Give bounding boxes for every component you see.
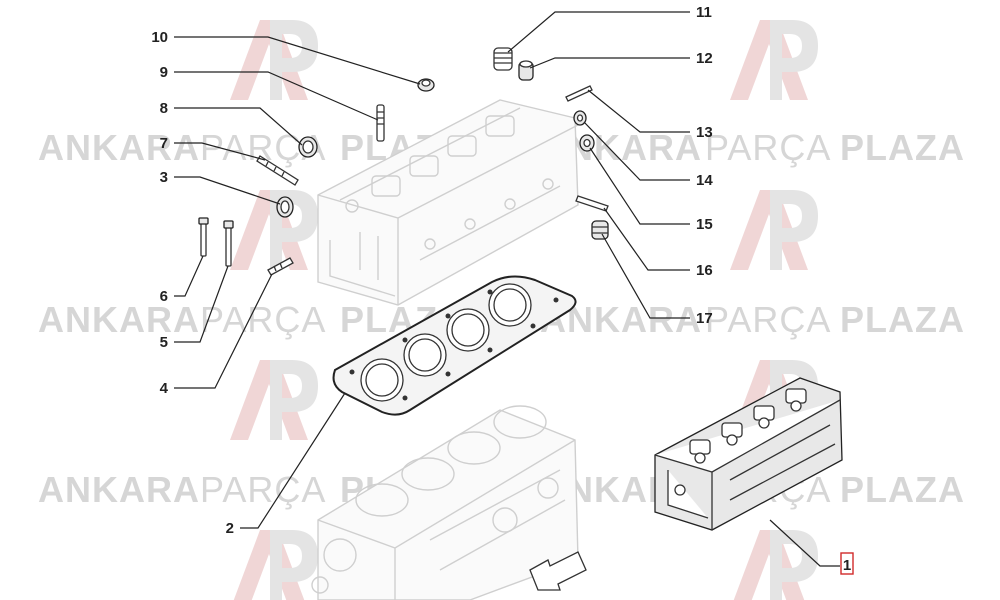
watermark-brand-middle: PARÇA xyxy=(705,127,831,168)
callout-10: 10 xyxy=(151,29,168,46)
cylinder-head-assembly xyxy=(654,377,843,531)
leader-15 xyxy=(589,147,690,225)
part-13-pin xyxy=(565,85,593,102)
watermark-brand-right: PLAZA xyxy=(840,299,965,340)
part-11-spring xyxy=(493,47,513,71)
direction-arrow-icon xyxy=(529,551,587,591)
head-gasket xyxy=(332,275,577,416)
part-8-plug xyxy=(298,136,318,158)
leader-9 xyxy=(174,71,379,121)
callout-16: 16 xyxy=(696,262,713,279)
part-6-bolt xyxy=(198,217,209,257)
leader-12 xyxy=(529,57,690,69)
leader-3 xyxy=(174,176,281,205)
leader-13 xyxy=(587,89,690,133)
part-9-stud xyxy=(376,104,385,142)
callout-6: 6 xyxy=(160,288,168,305)
callout-2: 2 xyxy=(226,520,234,537)
callout-14: 14 xyxy=(696,172,713,189)
watermark-logo xyxy=(233,530,318,600)
leader-10 xyxy=(174,36,421,85)
watermark-logo xyxy=(230,20,318,100)
watermark-brand-left: ANKARA xyxy=(38,127,200,168)
leader-6 xyxy=(174,255,204,297)
watermark-brand-left: ANKARA xyxy=(38,469,200,510)
part-14-washer xyxy=(573,110,587,126)
callout-1: 1 xyxy=(843,557,851,574)
leader-16 xyxy=(603,207,690,271)
watermark-brand-right: PLAZA xyxy=(840,469,965,510)
watermark-logo xyxy=(733,530,818,600)
callout-12: 12 xyxy=(696,50,713,67)
part-17-seal xyxy=(591,220,609,240)
leader-8 xyxy=(174,107,303,146)
callout-4: 4 xyxy=(160,380,169,397)
leader-lines xyxy=(174,11,840,567)
callout-13: 13 xyxy=(696,124,713,141)
callout-15: 15 xyxy=(696,216,713,233)
leader-7 xyxy=(174,142,266,161)
watermark-brand-middle: PARÇA xyxy=(705,299,831,340)
leader-5 xyxy=(174,265,229,343)
callout-9: 9 xyxy=(160,64,168,81)
watermark-brand-middle: PARÇA xyxy=(200,469,326,510)
part-5-bolt xyxy=(223,220,234,267)
leader-2 xyxy=(240,392,346,529)
watermark-brand-left: ANKARA xyxy=(38,299,200,340)
leader-14 xyxy=(583,121,690,181)
watermark-brand-middle: PARÇA xyxy=(200,299,326,340)
leader-17 xyxy=(601,233,690,319)
callout-8: 8 xyxy=(160,100,168,117)
part-7-bolt xyxy=(256,155,299,186)
leader-1 xyxy=(769,519,840,567)
leader-11 xyxy=(507,11,690,53)
watermark-brand-right: PLAZA xyxy=(840,127,965,168)
part-3-plug xyxy=(276,196,294,218)
watermark-logo xyxy=(730,190,818,270)
part-10-nut xyxy=(417,78,435,92)
callout-5: 5 xyxy=(160,334,168,351)
callout-1-highlight xyxy=(840,552,854,575)
part-16-rod xyxy=(575,195,609,212)
leader-4 xyxy=(174,273,273,389)
callout-labels: 10 9 8 7 3 6 5 4 2 11 12 13 14 15 16 17 … xyxy=(151,4,854,575)
part-4-stud xyxy=(267,257,294,276)
part-12-tappet xyxy=(518,60,534,81)
callout-7: 7 xyxy=(160,135,168,152)
watermark-logo xyxy=(730,20,818,100)
watermark-logo xyxy=(230,360,318,440)
part-15-washer xyxy=(579,134,595,152)
callout-11: 11 xyxy=(696,4,712,21)
ghost-cylinder-head xyxy=(317,99,579,306)
callout-17: 17 xyxy=(696,310,713,327)
callout-3: 3 xyxy=(160,169,168,186)
